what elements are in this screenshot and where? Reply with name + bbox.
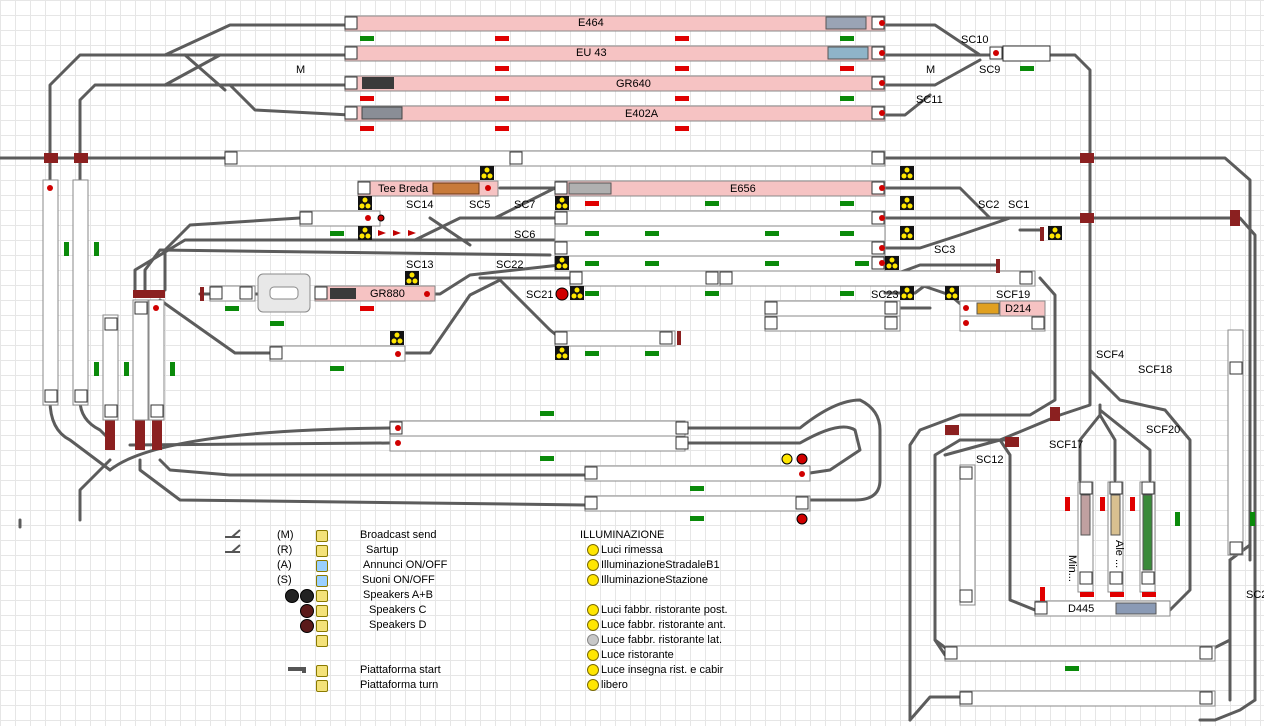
switch-SCF4[interactable]: SCF4 — [1096, 349, 1125, 361]
control-suoni-label: Suoni ON/OFF — [362, 574, 435, 586]
light-label: IlluminazioneStradaleB1 — [601, 559, 720, 571]
light-label: Luce insegna rist. e cabir — [601, 664, 724, 676]
control-key-A: (A) — [277, 559, 292, 571]
speakers-ab-button[interactable] — [316, 590, 328, 602]
control-platform-turn-label: Piattaforma turn — [360, 679, 439, 691]
track-TeeBreda-label[interactable]: Tee Breda — [378, 183, 429, 195]
track-edge-label: SC2 — [1246, 589, 1264, 601]
control-key-S: (S) — [277, 574, 292, 586]
speaker-d-icon — [300, 619, 314, 633]
startup-button[interactable] — [316, 545, 328, 557]
switch-SC1[interactable]: SC1 — [1008, 199, 1030, 211]
light-label: IlluminazioneStazione — [601, 574, 709, 586]
control-annunci-label: Annunci ON/OFF — [363, 559, 448, 571]
switch-SC22[interactable]: SC22 — [496, 259, 524, 271]
switch-SC3[interactable]: SC3 — [934, 244, 956, 256]
switch-SC5[interactable]: SC5 — [469, 199, 491, 211]
switch-SCF20[interactable]: SCF20 — [1146, 424, 1181, 436]
switch-SC2[interactable]: SC2 — [978, 199, 1000, 211]
suoni-button[interactable] — [316, 575, 328, 587]
track-GR640-label[interactable]: GR640 — [616, 78, 651, 90]
speaker-b-icon — [300, 589, 314, 603]
control-speakers-ab-label: Speakers A+B — [363, 589, 434, 601]
bulb-icon[interactable] — [587, 649, 599, 661]
bulb-icon[interactable] — [587, 634, 599, 646]
bulb-icon[interactable] — [587, 559, 599, 571]
switch-SC23[interactable]: SC23 — [871, 289, 899, 301]
track-E464-label[interactable]: E464 — [578, 17, 604, 29]
track-E402A-label[interactable]: E402A — [625, 108, 659, 120]
platform-turn-button[interactable] — [316, 680, 328, 692]
bulb-icon[interactable] — [587, 619, 599, 631]
control-key-M: (M) — [277, 529, 294, 541]
switch-SC12[interactable]: SC12 — [976, 454, 1004, 466]
switch-SC10[interactable]: SC10 — [961, 34, 989, 46]
switch-SC21[interactable]: SC21 — [526, 289, 554, 301]
switch-M2[interactable]: M — [926, 64, 936, 76]
light-label: Luci fabbr. ristorante post. — [601, 604, 728, 616]
track-Min-label[interactable]: Min... — [1066, 555, 1078, 582]
bulb-icon[interactable] — [587, 574, 599, 586]
extra-button[interactable] — [316, 635, 328, 647]
track-E656-label[interactable]: E656 — [730, 183, 756, 195]
switch-SC9[interactable]: SC9 — [979, 64, 1001, 76]
switch-M1[interactable]: M — [296, 64, 306, 76]
switch-SCF17[interactable]: SCF17 — [1049, 439, 1084, 451]
light-label: Luci rimessa — [601, 544, 663, 556]
switch-SC11[interactable]: SC11 — [916, 94, 943, 106]
speakers-c-button[interactable] — [316, 605, 328, 617]
switch-SCF18[interactable]: SCF18 — [1138, 364, 1173, 376]
switch-SC14[interactable]: SC14 — [406, 199, 434, 211]
track-D214-label[interactable]: D214 — [1005, 303, 1032, 315]
annunci-button[interactable] — [316, 560, 328, 572]
switch-SC6[interactable]: SC6 — [514, 229, 536, 241]
control-speakers-d-label: Speakers D — [369, 619, 427, 631]
lights-title: ILLUMINAZIONE — [580, 529, 665, 541]
switch-SC13[interactable]: SC13 — [406, 259, 434, 271]
speakers-d-button[interactable] — [316, 620, 328, 632]
bulb-icon[interactable] — [587, 544, 599, 556]
track-EU43-label[interactable]: EU 43 — [576, 47, 607, 59]
switch-SCF19[interactable]: SCF19 — [996, 289, 1031, 301]
control-platform-start-label: Piattaforma start — [360, 664, 441, 676]
control-startup-label: Sartup — [366, 544, 399, 556]
track-D445-label[interactable]: D445 — [1068, 603, 1095, 615]
light-label: libero — [601, 679, 628, 691]
bulb-icon[interactable] — [587, 679, 599, 691]
light-label: Luce ristorante — [601, 649, 674, 661]
control-speakers-c-label: Speakers C — [369, 604, 427, 616]
control-broadcast-label: Broadcast send — [360, 529, 437, 541]
switch-SC7[interactable]: SC7 — [514, 199, 536, 211]
speaker-a-icon — [285, 589, 299, 603]
light-label: Luce fabbr. ristorante ant. — [601, 619, 726, 631]
track-GR880-label[interactable]: GR880 — [370, 288, 405, 300]
light-label: Luce fabbr. ristorante lat. — [601, 634, 723, 646]
broadcast-send-button[interactable] — [316, 530, 328, 542]
bulb-icon[interactable] — [587, 604, 599, 616]
speaker-c-icon — [300, 604, 314, 618]
control-key-R: (R) — [277, 544, 293, 556]
platform-start-button[interactable] — [316, 665, 328, 677]
track-Ale-label[interactable]: Ale ... — [1113, 540, 1125, 569]
bulb-icon[interactable] — [587, 664, 599, 676]
